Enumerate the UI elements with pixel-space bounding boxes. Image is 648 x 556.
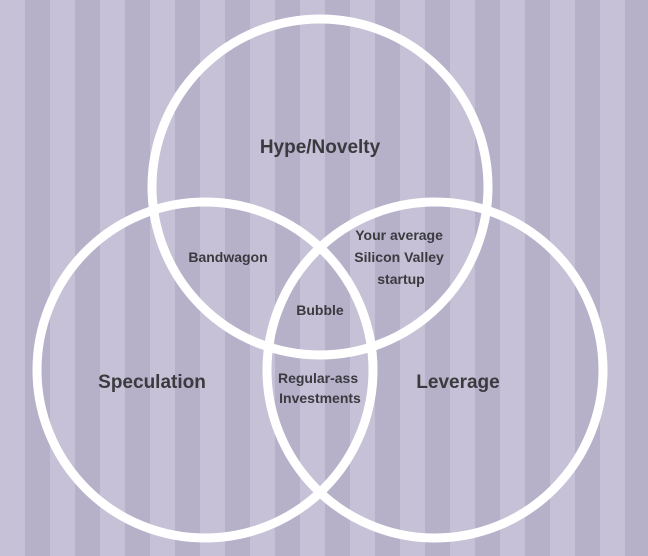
circle-speculation (32, 197, 378, 543)
label-speculation: Speculation (98, 372, 206, 393)
label-silicon-valley-line-3: startup (377, 271, 424, 287)
circle-hype-novelty (147, 14, 493, 360)
label-leverage: Leverage (416, 372, 499, 393)
label-bubble: Bubble (296, 302, 344, 318)
label-silicon-valley-line-2: Silicon Valley (354, 249, 444, 265)
label-hype-novelty: Hype/Novelty (260, 137, 381, 158)
label-regular-investments-line-1: Regular-ass (278, 370, 358, 386)
label-silicon-valley-line-1: Your average (355, 227, 443, 243)
label-regular-investments: Regular-ass Investments (278, 370, 362, 406)
label-regular-investments-line-2: Investments (279, 390, 361, 406)
label-bandwagon: Bandwagon (188, 249, 267, 265)
circle-leverage (262, 197, 608, 543)
label-silicon-valley-startup: Your average Silicon Valley startup (354, 227, 447, 287)
